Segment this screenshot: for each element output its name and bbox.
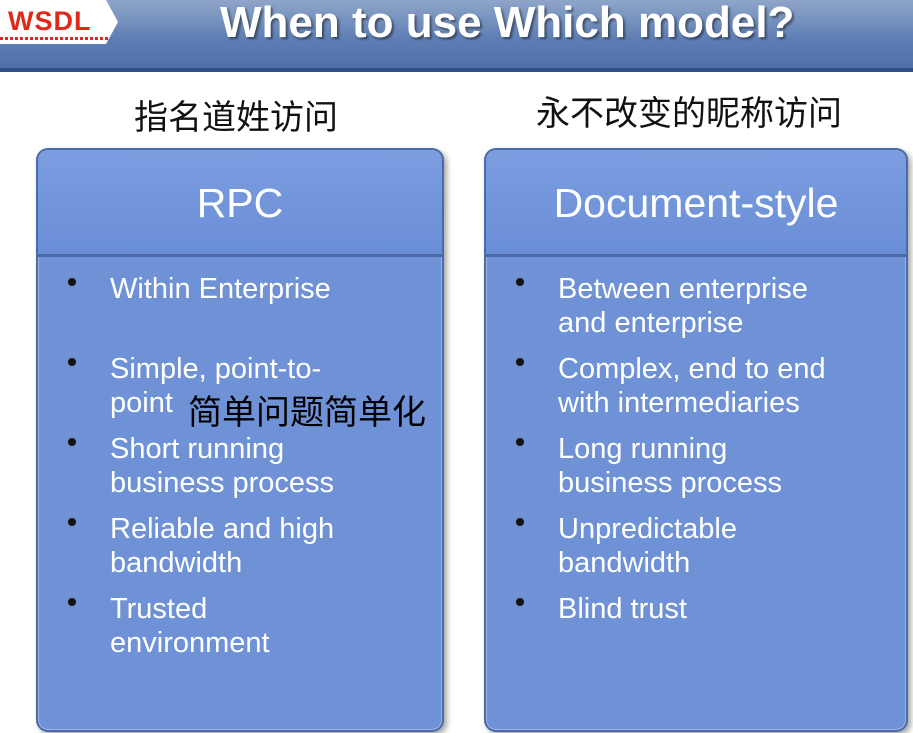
list-item-text: Blind trust: [558, 593, 687, 625]
document-style-box-title: Document-style: [553, 180, 839, 226]
rpc-box-title: RPC: [196, 180, 284, 226]
bullet-icon: [68, 438, 76, 446]
list-item-text: Short running business process: [110, 433, 335, 499]
header-divider: [0, 68, 913, 72]
list-item-text: Simple, point-to-point: [110, 353, 322, 419]
bullet-icon: [68, 278, 76, 286]
bullet-icon: [68, 358, 76, 366]
list-item-text: Between enterprise and enterprise: [558, 273, 808, 339]
rpc-box-header: RPC: [38, 150, 442, 257]
bullet-icon: [68, 518, 76, 526]
wsdl-tag: WSDL: [0, 0, 118, 44]
wsdl-tag-underline: [0, 37, 108, 40]
document-style-box: Document-style Between enterprise and en…: [484, 148, 908, 732]
bullet-icon: [516, 518, 524, 526]
list-item-text: Within Enterprise: [110, 273, 331, 305]
bullet-icon: [68, 598, 76, 606]
bullet-icon: [516, 598, 524, 606]
caption-left: 指名道姓访问: [134, 98, 338, 138]
wsdl-tag-label: WSDL: [8, 6, 92, 36]
list-item-text: Unpredictable bandwidth: [558, 513, 737, 579]
slide-title: When to use Which model?: [220, 0, 795, 47]
list-item-text: Trusted environment: [110, 593, 270, 659]
bullet-icon: [516, 278, 524, 286]
list-item-text: Long running business process: [558, 433, 783, 499]
bullet-icon: [516, 358, 524, 366]
header-band: [0, 0, 913, 72]
bullet-icon: [516, 438, 524, 446]
list-item-text: Complex, end to end with intermediaries: [558, 353, 826, 419]
rpc-box: RPC Within Enterprise Simple, point-to-p…: [36, 148, 444, 732]
rpc-overlay-note: 简单问题简单化: [188, 393, 426, 433]
caption-right: 永不改变的昵称访问: [536, 94, 842, 134]
list-item-text: Reliable and high bandwidth: [110, 513, 335, 579]
document-style-box-header: Document-style: [486, 150, 906, 257]
